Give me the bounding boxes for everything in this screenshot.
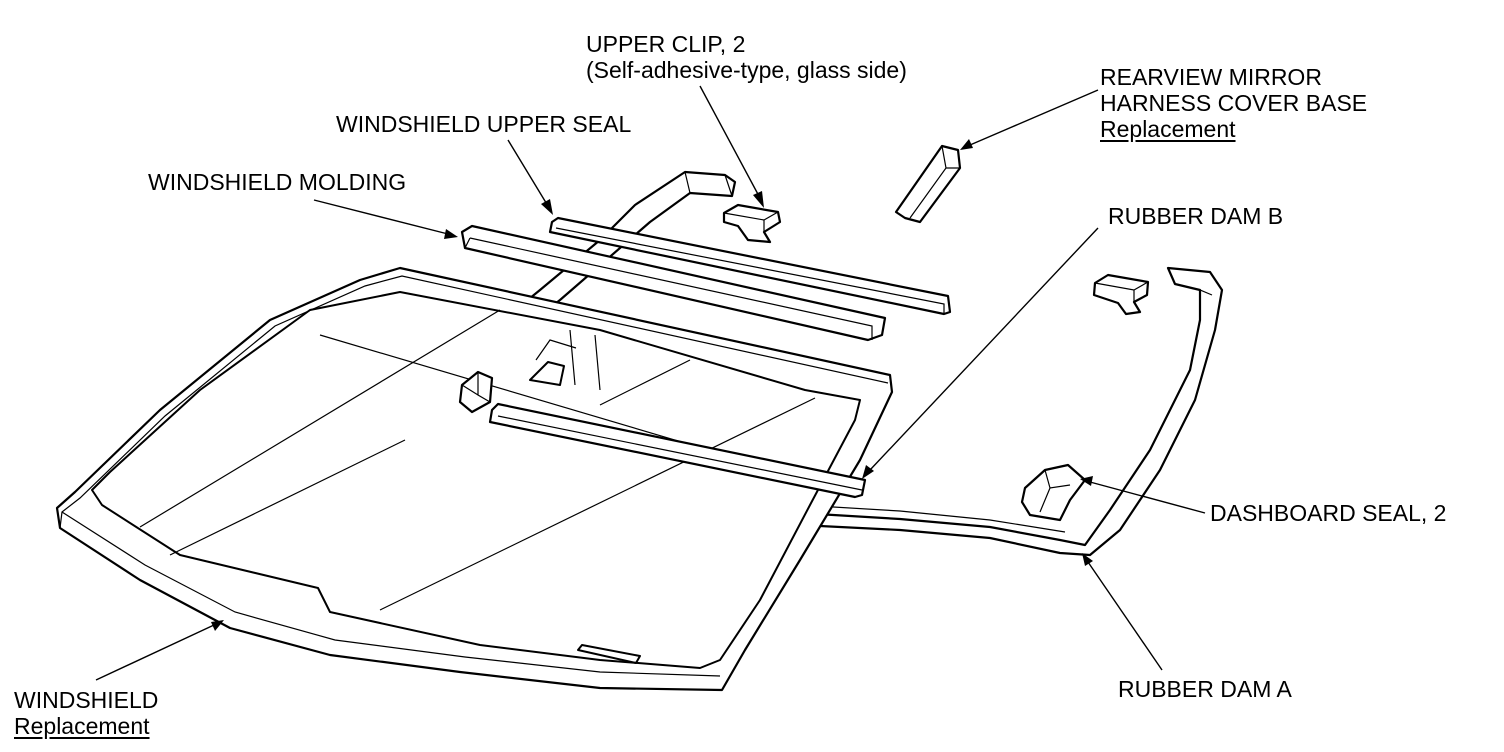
windshield-glass-part	[55, 266, 894, 692]
mirror-cover-label-2: HARNESS COVER BASE	[1100, 90, 1368, 116]
leader-lines	[95, 85, 1206, 681]
windshield-replacement-note: Replacement	[14, 713, 150, 739]
upper-seal-label: WINDSHIELD UPPER SEAL	[336, 111, 632, 137]
dashboard-seal-part	[1020, 463, 1087, 522]
mirror-cover-replacement-note: Replacement	[1100, 116, 1236, 142]
molding-label: WINDSHIELD MOLDING	[148, 169, 407, 195]
rubber-dam-b-label: RUBBER DAM B	[1108, 203, 1284, 229]
windshield-molding-part	[460, 224, 887, 342]
upper-clip-part	[722, 203, 782, 244]
upper-clip-on-glass	[458, 370, 494, 414]
dashboard-seal-label: DASHBOARD SEAL, 2	[1210, 500, 1447, 526]
windshield-label: WINDSHIELD	[14, 687, 159, 713]
mirror-cover-label-1: REARVIEW MIRROR	[1100, 64, 1322, 90]
rubber-dam-b-part	[488, 402, 867, 499]
mirror-harness-cover-part	[894, 144, 962, 224]
rubber-dam-a-label: RUBBER DAM A	[1118, 676, 1292, 702]
upper-clip-label: UPPER CLIP, 2	[586, 31, 746, 57]
upper-clip-note: (Self-adhesive-type, glass side)	[586, 57, 907, 83]
upper-clip-part-2	[1092, 273, 1150, 316]
windshield-upper-seal-part	[548, 216, 952, 316]
